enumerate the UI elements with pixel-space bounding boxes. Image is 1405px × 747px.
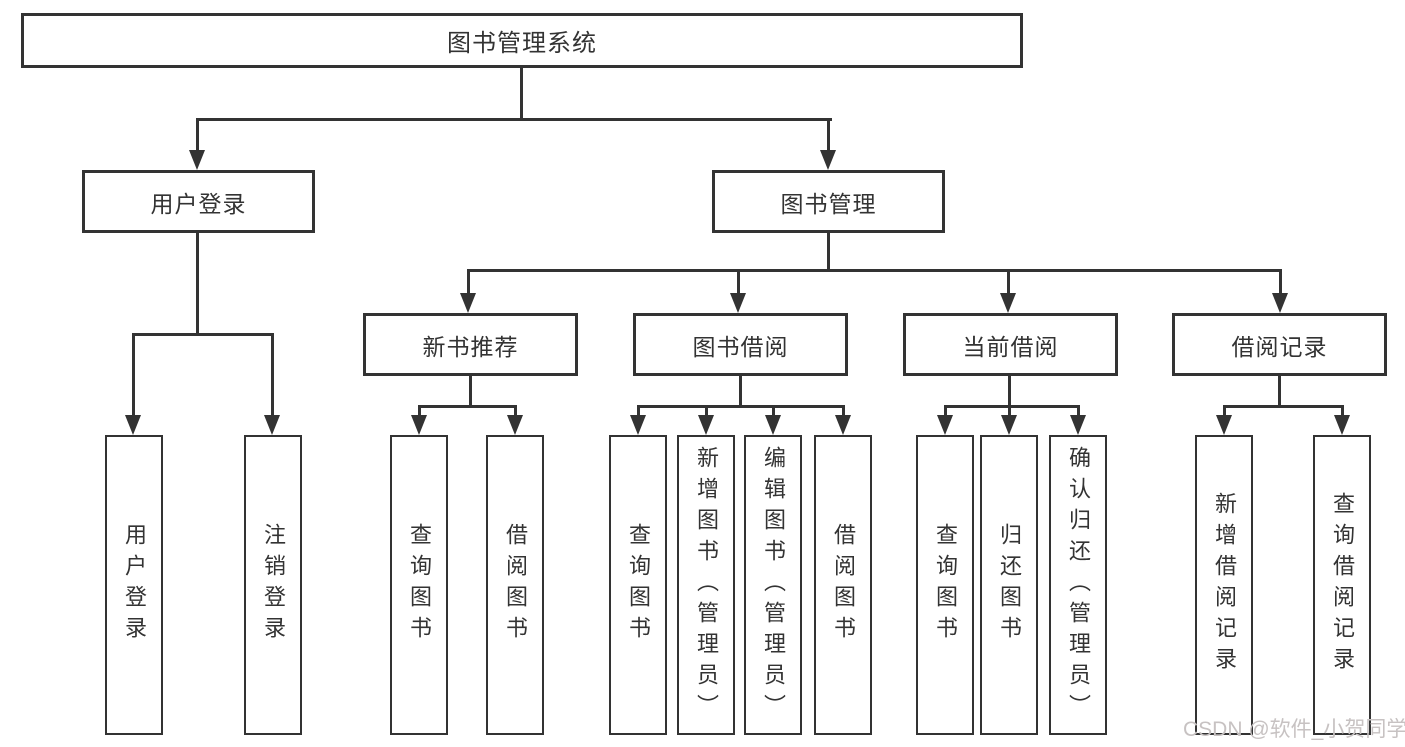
connector-line — [1007, 269, 1010, 295]
connector-line — [467, 269, 470, 295]
connector-line — [1223, 405, 1343, 408]
arrowhead-down-icon — [189, 150, 205, 170]
node-user-login: 用户登录 — [82, 170, 315, 233]
connector-line — [469, 375, 472, 407]
leaf-label: 编辑图书（管理员） — [761, 445, 786, 725]
arrowhead-down-icon — [1272, 293, 1288, 313]
leaf-label: 用户登录 — [122, 523, 147, 647]
connector-line — [1279, 269, 1282, 295]
connector-line — [827, 233, 830, 271]
node-borrow-records: 借阅记录 — [1172, 313, 1387, 376]
connector-line — [637, 405, 640, 417]
connector-line — [520, 68, 523, 120]
node-book-borrow: 图书借阅 — [633, 313, 848, 376]
leaf-query-book-recommend: 查询图书 — [390, 435, 448, 735]
connector-line — [514, 405, 517, 417]
leaf-borrow-book-recommend: 借阅图书 — [486, 435, 544, 735]
arrowhead-down-icon — [765, 415, 781, 435]
leaf-label: 借阅图书 — [503, 523, 528, 647]
arrowhead-down-icon — [507, 415, 523, 435]
csdn-watermark: CSDN @软件_小贺同学 — [1183, 718, 1405, 741]
connector-line — [1008, 405, 1011, 417]
leaf-logout: 注销登录 — [244, 435, 302, 735]
connector-line — [271, 333, 274, 417]
node-root: 图书管理系统 — [21, 13, 1023, 68]
connector-line — [1278, 375, 1281, 407]
leaf-label: 归还图书 — [997, 523, 1022, 647]
node-book-management: 图书管理 — [712, 170, 945, 233]
arrowhead-down-icon — [460, 293, 476, 313]
leaf-label: 查询图书 — [407, 523, 432, 647]
leaf-label: 借阅图书 — [831, 523, 856, 647]
connector-line — [737, 269, 740, 295]
leaf-add-borrow-record: 新增借阅记录 — [1195, 435, 1253, 735]
leaf-confirm-return-admin: 确认归还（管理员） — [1049, 435, 1107, 735]
arrowhead-down-icon — [630, 415, 646, 435]
arrowhead-down-icon — [820, 150, 836, 170]
leaf-borrow-book: 借阅图书 — [814, 435, 872, 735]
leaf-label: 查询图书 — [626, 523, 651, 647]
leaf-label: 查询借阅记录 — [1330, 492, 1355, 678]
node-new-book-recommend: 新书推荐 — [363, 313, 578, 376]
leaf-label: 查询图书 — [933, 523, 958, 647]
leaf-return-book: 归还图书 — [980, 435, 1038, 735]
connector-line — [944, 405, 1079, 408]
connector-line — [705, 405, 708, 417]
arrowhead-down-icon — [125, 415, 141, 435]
arrowhead-down-icon — [411, 415, 427, 435]
connector-line — [827, 118, 830, 152]
connector-line — [1077, 405, 1080, 417]
leaf-query-book-borrow: 查询图书 — [609, 435, 667, 735]
leaf-edit-book-admin: 编辑图书（管理员） — [744, 435, 802, 735]
leaf-label: 新增图书（管理员） — [694, 445, 719, 725]
connector-line — [132, 333, 135, 417]
connector-line — [772, 405, 775, 417]
connector-line — [1341, 405, 1344, 417]
leaf-user-login: 用户登录 — [105, 435, 163, 735]
arrowhead-down-icon — [1001, 415, 1017, 435]
arrowhead-down-icon — [835, 415, 851, 435]
connector-line — [418, 405, 516, 408]
connector-line — [132, 333, 273, 336]
connector-line — [418, 405, 421, 417]
connector-line — [196, 118, 832, 121]
connector-line — [739, 375, 742, 407]
arrowhead-down-icon — [698, 415, 714, 435]
connector-line — [196, 232, 199, 335]
arrowhead-down-icon — [1334, 415, 1350, 435]
arrowhead-down-icon — [937, 415, 953, 435]
connector-line — [196, 118, 199, 152]
arrowhead-down-icon — [1000, 293, 1016, 313]
connector-line — [1008, 375, 1011, 407]
leaf-query-borrow-record: 查询借阅记录 — [1313, 435, 1371, 735]
connector-line — [1223, 405, 1226, 417]
leaf-label: 确认归还（管理员） — [1066, 445, 1091, 725]
connector-line — [467, 269, 1281, 272]
arrowhead-down-icon — [264, 415, 280, 435]
leaf-query-book-current: 查询图书 — [916, 435, 974, 735]
connector-line — [637, 405, 844, 408]
leaf-label: 新增借阅记录 — [1212, 492, 1237, 678]
arrowhead-down-icon — [1070, 415, 1086, 435]
node-current-borrow: 当前借阅 — [903, 313, 1118, 376]
leaf-add-book-admin: 新增图书（管理员） — [677, 435, 735, 735]
connector-line — [944, 405, 947, 417]
leaf-label: 注销登录 — [261, 523, 286, 647]
arrowhead-down-icon — [730, 293, 746, 313]
connector-line — [842, 405, 845, 417]
arrowhead-down-icon — [1216, 415, 1232, 435]
